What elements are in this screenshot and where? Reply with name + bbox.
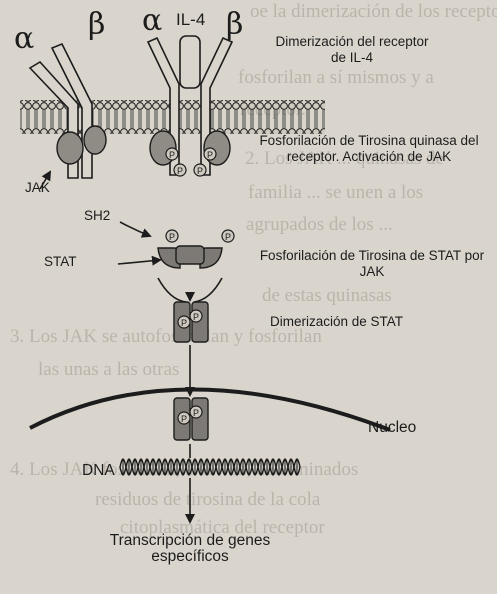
il4-ligand	[180, 36, 200, 88]
dna-label: DNA	[82, 463, 115, 479]
svg-text:P: P	[181, 318, 187, 328]
svg-text:P: P	[193, 408, 199, 418]
stat-label: STAT	[44, 254, 77, 270]
phosphate-group: P	[178, 316, 190, 328]
stat-curve-arrow	[194, 278, 222, 302]
phosphate-group: P	[222, 230, 234, 242]
stat-protein	[176, 246, 204, 264]
jak-label: JAK	[25, 180, 50, 196]
svg-text:P: P	[177, 166, 183, 176]
phosphate-group: P	[166, 230, 178, 242]
svg-text:P: P	[197, 166, 203, 176]
svg-text:P: P	[193, 312, 199, 322]
alpha-label: α	[142, 6, 162, 36]
stat-dimerization-label: Dimerización de STAT	[270, 314, 403, 330]
dimerization-receptor-label: Dimerización del receptor de IL-4	[272, 34, 432, 66]
phosphate-group: P	[178, 412, 190, 424]
nucleus-label: Nucleo	[368, 420, 416, 436]
dna-helix	[120, 459, 300, 475]
jak-kinase	[84, 126, 106, 154]
stat-curve-arrow	[158, 278, 186, 302]
sh2-arrow	[120, 222, 150, 236]
stat-arrow	[118, 260, 160, 264]
svg-text:P: P	[181, 414, 187, 424]
phosphorylation-receptor-label: Fosforilación de Tirosina quinasa del re…	[244, 133, 494, 165]
phosphorylation-stat-label: Fosforilación de Tirosina de STAT por JA…	[252, 248, 492, 280]
svg-text:P: P	[225, 232, 231, 242]
svg-text:P: P	[169, 150, 175, 160]
sh2-label: SH2	[84, 208, 110, 224]
phosphate-group: P	[190, 310, 202, 322]
phosphate-group: P	[190, 406, 202, 418]
phosphate-group: P	[194, 164, 206, 176]
alpha-label: α	[14, 24, 34, 54]
svg-text:P: P	[169, 232, 175, 242]
il4-label: IL-4	[176, 12, 205, 28]
phosphate-group: P	[166, 148, 178, 160]
transcription-label: Transcripción de genes específicos	[100, 533, 280, 565]
phosphate-group: P	[204, 148, 216, 160]
nuclear-envelope	[30, 389, 390, 430]
phosphate-group: P	[174, 164, 186, 176]
beta-label: β	[88, 10, 105, 40]
jak-kinase	[57, 132, 83, 164]
svg-text:P: P	[207, 150, 213, 160]
beta-label: β	[226, 10, 243, 40]
